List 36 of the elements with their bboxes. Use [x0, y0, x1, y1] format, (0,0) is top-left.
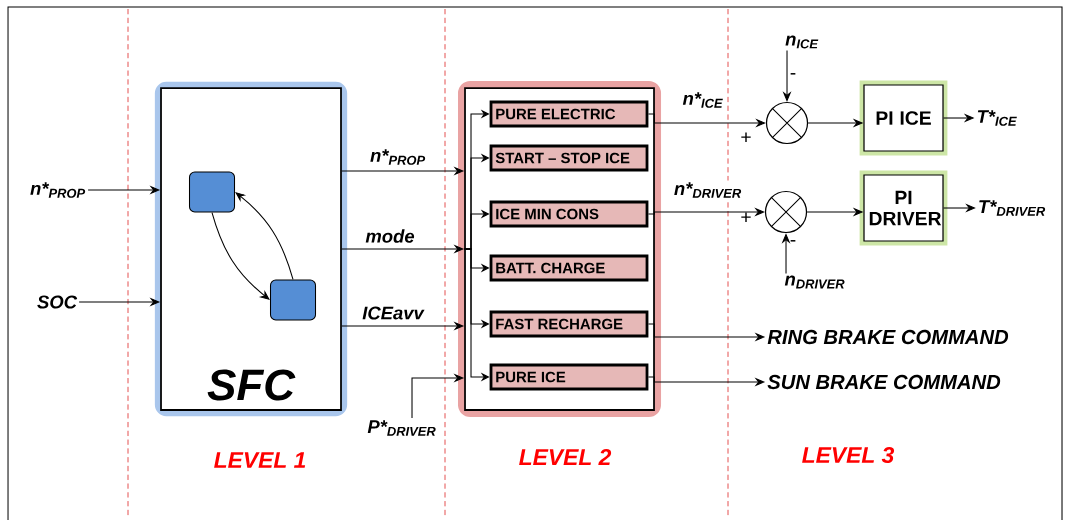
edge-label: n*$_{DRIVER}$ [672, 180, 744, 200]
level-label: LEVEL 2 [519, 449, 612, 465]
edge-label: n*$_{PROP}$ [368, 147, 428, 167]
mode-box: PURE ICE [489, 363, 649, 391]
mode-box: FAST RECHARGE [489, 310, 649, 338]
arrow [235, 192, 294, 280]
signal-label: n*$_{PROP}$ [30, 182, 86, 198]
edge-label: n*$_{ICE}$ [680, 90, 726, 110]
arrow [211, 212, 270, 300]
mode-box: BATT. CHARGE [489, 254, 649, 282]
level-label: LEVEL 3 [802, 446, 895, 464]
signal-label: P*$_{DRIVER}$ [367, 420, 436, 436]
signal-label: SOC [37, 295, 78, 309]
level-label: LEVEL 1 [214, 452, 306, 468]
signal-label: T*$_{DRIVER}$ [979, 200, 1046, 216]
sign-label: + [741, 212, 751, 222]
state-square [189, 171, 236, 213]
sign-label: + [741, 132, 751, 142]
controller-box: PI DRIVER [859, 170, 948, 246]
state-square [270, 279, 317, 321]
sign-label: - [790, 240, 796, 242]
signal-label: n$_{DRIVER}$ [784, 275, 845, 289]
edge-label: ICEavv [360, 304, 426, 322]
signal-label: n$_{ICE}$ [785, 35, 819, 49]
sfc-block: SFC [154, 81, 348, 417]
summing-junction [764, 190, 808, 234]
mode-box: PURE ELECTRIC [489, 100, 649, 128]
mode-box: START – STOP ICE [489, 144, 649, 172]
summing-junction [765, 101, 809, 145]
command-label: RING BRAKE COMMAND [767, 329, 1009, 345]
edge-label: mode [363, 227, 417, 245]
mode-box: ICE MIN CONS [489, 200, 649, 228]
command-label: SUN BRAKE COMMAND [767, 374, 1001, 390]
controller-box: PI ICE [859, 80, 948, 156]
sign-label: - [790, 73, 796, 75]
signal-label: T*$_{ICE}$ [977, 110, 1017, 126]
